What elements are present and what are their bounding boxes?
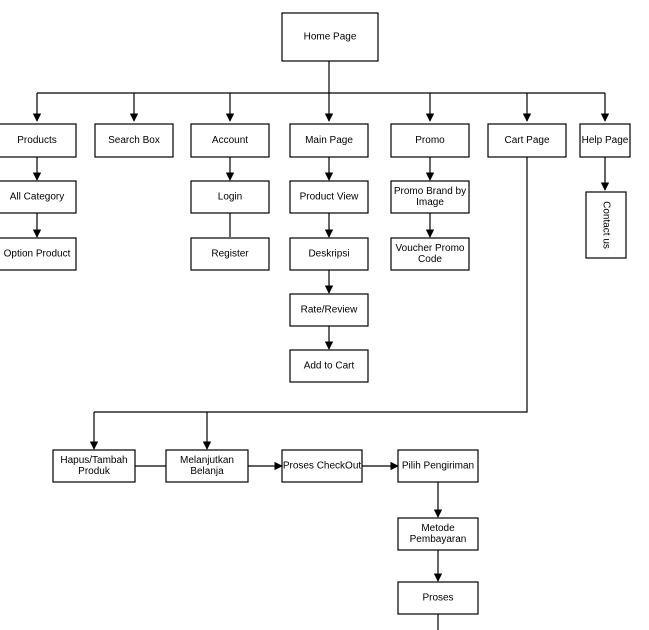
node-box: [190, 180, 270, 214]
node-option-product: Option Product: [0, 237, 77, 271]
node-box: [390, 123, 470, 158]
node-box: [390, 237, 470, 271]
node-box: [94, 123, 174, 158]
node-label: Belanja: [190, 466, 224, 477]
node-account: Account: [190, 123, 270, 158]
node-contact: Contact us: [585, 191, 627, 259]
node-label: Help Page: [582, 135, 629, 146]
node-label: Product View: [300, 192, 360, 203]
node-register: Register: [190, 237, 270, 271]
node-label: Home Page: [304, 32, 357, 43]
node-box: [289, 349, 369, 383]
node-box: [52, 449, 136, 483]
node-box: [0, 237, 77, 271]
node-box: [397, 517, 479, 551]
node-product-view: Product View: [289, 180, 369, 214]
node-box: [390, 180, 470, 214]
node-box: [281, 449, 363, 483]
node-label: Promo Brand by: [394, 186, 466, 197]
node-label: Option Product: [4, 249, 71, 260]
node-box: [585, 191, 627, 259]
node-label: Search Box: [108, 135, 160, 146]
node-box: [165, 449, 249, 483]
node-label: Cart Page: [504, 135, 549, 146]
node-box: [397, 581, 479, 615]
node-label: Add to Cart: [304, 361, 355, 372]
edge-cart-down: [94, 157, 528, 413]
node-label: Metode: [421, 523, 455, 534]
node-label: Code: [418, 254, 442, 265]
node-search: Search Box: [94, 123, 174, 158]
node-label: Rate/Review: [301, 305, 358, 316]
node-box: [190, 237, 270, 271]
node-box: [0, 180, 77, 214]
node-label: Contact us: [600, 201, 611, 249]
node-box: [289, 293, 369, 327]
node-label: Main Page: [305, 135, 353, 146]
node-box: [0, 123, 77, 158]
node-label: Pembayaran: [410, 534, 467, 545]
node-proses: Proses: [397, 581, 479, 615]
node-label: Voucher Promo: [396, 243, 465, 254]
node-label: Proses CheckOut: [283, 461, 362, 472]
node-label: Image: [416, 197, 444, 208]
node-label: Products: [17, 135, 56, 146]
connector-lines: [32, 61, 610, 630]
node-label: Account: [212, 135, 248, 146]
node-pengiriman: Pilih Pengiriman: [397, 449, 479, 483]
node-label: Register: [211, 249, 249, 260]
node-box: [281, 12, 379, 62]
node-login: Login: [190, 180, 270, 214]
node-all-category: All Category: [0, 180, 77, 214]
node-box: [579, 123, 631, 158]
node-box: [487, 123, 567, 158]
node-label: All Category: [10, 192, 64, 203]
node-box: [397, 449, 479, 483]
node-label: Melanjutkan: [180, 455, 234, 466]
node-label: Pilih Pengiriman: [402, 461, 474, 472]
node-cart: Cart Page: [487, 123, 567, 158]
node-label: Proses: [422, 593, 453, 604]
node-add-to-cart: Add to Cart: [289, 349, 369, 383]
node-box: [289, 237, 369, 271]
node-box: [289, 180, 369, 214]
node-label: Login: [218, 192, 242, 203]
node-products: Products: [0, 123, 77, 158]
node-deskripsi: Deskripsi: [289, 237, 369, 271]
node-label: Deskripsi: [308, 249, 349, 260]
node-label: Hapus/Tambah: [60, 455, 127, 466]
node-promo: Promo: [390, 123, 470, 158]
node-box: [190, 123, 270, 158]
node-label: Produk: [78, 466, 111, 477]
node-home: Home Page: [281, 12, 379, 62]
node-box: [289, 123, 369, 158]
node-main: Main Page: [289, 123, 369, 158]
node-help: Help Page: [579, 123, 631, 158]
node-label: Promo: [415, 135, 445, 146]
node-rate-review: Rate/Review: [289, 293, 369, 327]
node-checkout: Proses CheckOut: [281, 449, 363, 483]
